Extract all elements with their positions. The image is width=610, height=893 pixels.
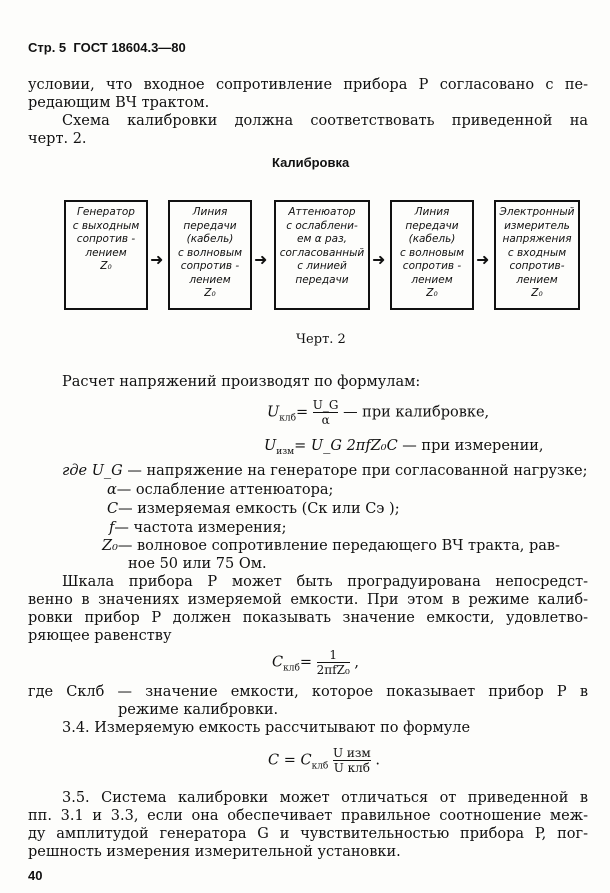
diagram-box-line: сопротив -: [180, 260, 240, 272]
diagram-box-line: напряжения: [502, 233, 572, 245]
where-line: f— частота измерения;: [109, 520, 287, 536]
diagram-box-line: с волновым: [177, 246, 243, 259]
text-line: Шкала прибора P может быть проградуирова…: [62, 574, 588, 590]
diagram-box-line: лением: [411, 273, 453, 286]
arrow-icon: ➜: [150, 250, 164, 269]
formula-measurement: Uизм= U_G 2πfZ₀C — при измерении,: [264, 438, 544, 457]
text-line: режиме калибровки.: [118, 702, 279, 718]
text-line: черт. 2.: [28, 131, 87, 147]
diagram-box-line: Линия: [414, 206, 450, 218]
diagram-box-line: согласованный: [279, 246, 365, 259]
diagram-box-line: сопротив -: [76, 233, 136, 245]
diagram-box-line: лением: [189, 273, 231, 286]
diagram-box-line: с выходным: [72, 219, 140, 232]
text-line: венно в значениях измеряемой емкости. Пр…: [28, 592, 588, 608]
where-line: C— измеряемая емкость (Cк или Cэ );: [107, 501, 400, 517]
diagram-box-line: измеритель: [504, 219, 570, 232]
diagram-box-line: с линией: [297, 260, 347, 272]
diagram-box-line: лением: [516, 273, 558, 286]
diagram-box-line: (кабель): [408, 233, 456, 245]
diagram-box-line: передачи: [295, 273, 349, 286]
page-header: Стр. 5 ГОСТ 18604.3—80: [28, 40, 186, 55]
diagram-box-line: с волновым: [399, 246, 465, 259]
text-line: ряющее равенству: [28, 628, 172, 644]
diagram-box-line: с входным: [507, 246, 567, 259]
diagram-box-line: передачи: [183, 219, 237, 232]
text-line: редающим ВЧ трактом.: [28, 95, 210, 111]
diagram-box-line: Электронный: [499, 206, 575, 218]
text-line: ду амплитудой генератора G и чувствитель…: [28, 826, 588, 842]
text-line: пп. 3.1 и 3.3, если она обеспечивает пра…: [28, 808, 588, 824]
diagram-box-line: с ослаблени-: [286, 219, 358, 232]
arrow-icon: ➜: [476, 250, 490, 269]
diagram-box-line: Z₀: [204, 287, 216, 299]
diagram-box-line: передачи: [405, 219, 459, 232]
figure-title: Калибровка: [272, 155, 350, 170]
diagram-box-line: Z₀: [426, 287, 438, 299]
diagram-box-line: Z₀: [100, 260, 112, 272]
text-line: ровки прибор P должен показывать значени…: [28, 610, 588, 626]
text-line: Схема калибровки должна соответствовать …: [62, 113, 588, 129]
where-line: где U_G — напряжение на генераторе при с…: [62, 463, 588, 479]
diagram-box-line: Линия: [192, 206, 228, 218]
diagram-box-line: лением: [85, 246, 127, 259]
diagram-box-line: ем α раз,: [297, 233, 347, 245]
arrow-icon: ➜: [254, 250, 268, 269]
where-line: Z₀— волновое сопротивление передающего В…: [102, 538, 560, 554]
diagram-box-line: (кабель): [186, 233, 234, 245]
text-line: где Cклб — значение емкости, которое пок…: [28, 684, 588, 700]
diagram-box-line: Z₀: [531, 287, 543, 299]
where-line: α— ослабление аттенюатора;: [107, 482, 334, 498]
text-line: условии, что входное сопротивление прибо…: [28, 77, 588, 93]
page-number: 40: [28, 868, 43, 883]
diagram-box-line: сопротив-: [509, 260, 565, 272]
diagram-box-line: Аттенюатор: [288, 206, 356, 218]
text-line: ное 50 или 75 Ом.: [128, 556, 267, 572]
diagram-box-line: сопротив -: [402, 260, 462, 272]
section-3-5: 3.5. Система калибровки может отличаться…: [62, 790, 588, 806]
text-line: решность измерения измерительной установ…: [28, 844, 401, 860]
section-3-4: 3.4. Измеряемую емкость рассчитывают по …: [62, 720, 471, 736]
diagram-box-line: Генератор: [77, 206, 135, 218]
text-line: Расчет напряжений производят по формулам…: [62, 374, 421, 390]
figure-caption: Черт. 2: [296, 332, 346, 347]
arrow-icon: ➜: [372, 250, 386, 269]
